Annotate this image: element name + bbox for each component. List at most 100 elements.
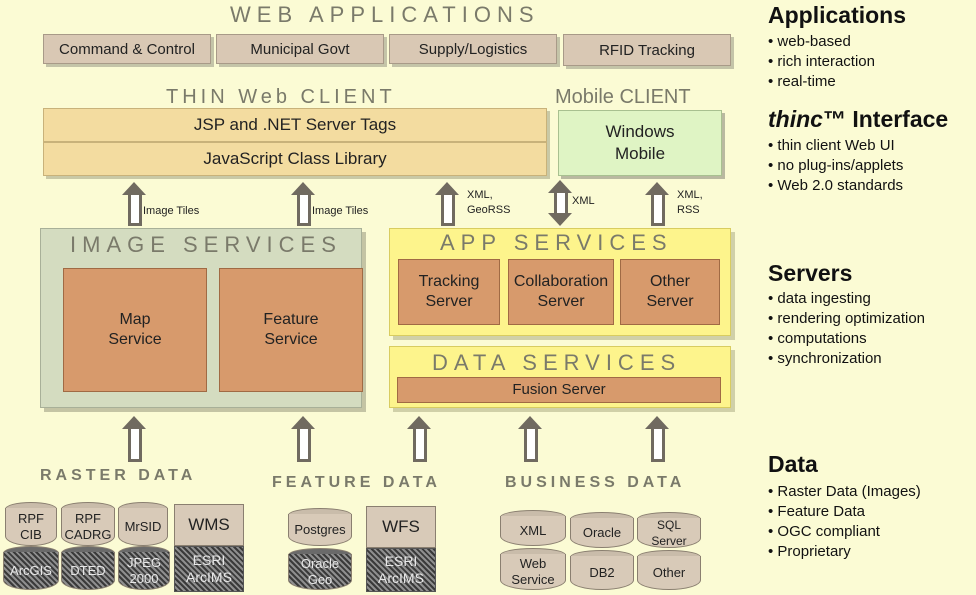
wms-box: WMS (174, 504, 244, 546)
business-data-title: BUSINESS DATA (505, 474, 686, 491)
image-services-title: IMAGE SERVICES (70, 232, 342, 257)
oracle-geo-line1: Oracle (300, 555, 340, 571)
servers-item: • computations (768, 330, 867, 347)
arcgis-label: ArcGIS (3, 552, 59, 590)
web-service-line2: Service (511, 571, 555, 587)
other-db-label: Other (637, 556, 701, 590)
arrow-xml-rss (645, 182, 669, 226)
feature-service-line2: Service (264, 331, 318, 348)
map-service-line1: Map (119, 311, 151, 328)
xml-georss-line1: XML, (467, 189, 493, 201)
sqlserver-db-label: SQL Server (637, 518, 701, 548)
wfs-box: WFS (366, 506, 436, 548)
rpf-cadrg-line1: RPF (74, 510, 101, 526)
dted-label: DTED (61, 552, 115, 590)
esri-feature-line1: ESRI (384, 553, 418, 569)
arrow-image-tiles-1 (122, 182, 146, 226)
servers-item: • data ingesting (768, 290, 871, 307)
arrow-xml-georss (435, 182, 459, 226)
oracle-db-label: Oracle (570, 518, 634, 548)
tab-municipal-govt[interactable]: Municipal Govt (216, 34, 384, 64)
rpf-cib-line1: RPF (18, 510, 44, 526)
windows-mobile-line2: Mobile (614, 144, 666, 163)
arrow-business-up-3 (645, 416, 669, 462)
thinc-item: • Web 2.0 standards (768, 177, 904, 194)
data-item: • Proprietary (768, 543, 851, 560)
rpf-cib-line2: CIB (20, 526, 42, 542)
arcgis-db: ArcGIS (3, 546, 59, 590)
arrow-image-tiles-2 (291, 182, 315, 226)
data-services-title: DATA SERVICES (432, 350, 682, 375)
jsp-net-server-tags: JSP and .NET Server Tags (43, 108, 547, 142)
esri-raster-line2: ArcIMS (186, 569, 232, 585)
windows-mobile-box: Windows Mobile (558, 110, 722, 176)
sqlserver-db: SQL Server (637, 512, 701, 548)
other-db: Other (637, 550, 701, 590)
javascript-class-library: JavaScript Class Library (43, 142, 547, 176)
collaboration-server-line2: Server (537, 293, 585, 310)
feature-service-line1: Feature (263, 311, 319, 328)
thin-client-title: THIN Web CLIENT (166, 86, 396, 108)
thinc-heading-italic: thinc (768, 106, 823, 132)
mrsid-db: MrSID (118, 502, 168, 546)
arrow-xml-bidirectional (548, 180, 572, 226)
xml-georss-line2: GeoRSS (467, 204, 511, 216)
map-service-line2: Service (108, 331, 162, 348)
arrow-feature-up (291, 416, 315, 462)
tracking-server-line1: Tracking (418, 273, 480, 290)
data-list: • Raster Data (Images) • Feature Data • … (768, 482, 921, 562)
servers-list: • data ingesting • rendering optimizatio… (768, 289, 925, 369)
other-server-line2: Server (646, 293, 694, 310)
jpeg2000-line2: 2000 (129, 570, 159, 586)
data-item: • OGC compliant (768, 523, 880, 540)
oracle-geo-line2: Geo (307, 571, 333, 587)
esri-raster-line1: ESRI (192, 552, 226, 568)
rpf-cadrg-line2: CADRG (64, 526, 112, 542)
applications-item: • real-time (768, 73, 836, 90)
oracle-db: Oracle (570, 512, 634, 548)
applications-heading: Applications (768, 2, 907, 28)
arrow-business-up-2 (518, 416, 542, 462)
tab-command-control[interactable]: Command & Control (43, 34, 211, 64)
applications-list: • web-based • rich interaction • real-ti… (768, 32, 875, 92)
thinc-list: • thin client Web UI • no plug-ins/apple… (768, 136, 903, 196)
web-applications-title: WEB APPLICATIONS (230, 2, 540, 27)
tab-rfid-tracking[interactable]: RFID Tracking (563, 34, 731, 66)
applications-item: • rich interaction (768, 53, 875, 70)
xml-georss-label: XML, GeoRSS (467, 188, 510, 218)
data-heading: Data (768, 451, 818, 477)
xml-db: XML (500, 510, 566, 546)
xml-label: XML (572, 195, 595, 207)
xml-rss-line2: RSS (677, 204, 700, 216)
esri-feature-line2: ArcIMS (378, 570, 424, 586)
servers-heading: Servers (768, 260, 853, 286)
mrsid-label: MrSID (118, 508, 168, 546)
windows-mobile-line1: Windows (605, 122, 675, 141)
mobile-client-title: Mobile CLIENT (555, 86, 691, 108)
dted-db: DTED (61, 546, 115, 590)
raster-data-title: RASTER DATA (40, 467, 197, 484)
jpeg2000-line1: JPEG (127, 554, 161, 570)
xml-db-label: XML (500, 516, 566, 546)
tab-supply-logistics[interactable]: Supply/Logistics (389, 34, 557, 64)
image-tiles-label-1: Image Tiles (143, 205, 200, 217)
collaboration-server-line1: Collaboration (513, 273, 609, 290)
arrow-business-up-1 (407, 416, 431, 462)
postgres-label: Postgres (288, 514, 352, 546)
thinc-item: • no plug-ins/applets (768, 157, 904, 174)
data-item: • Raster Data (Images) (768, 483, 921, 500)
db2-label: DB2 (570, 556, 634, 590)
app-services-title: APP SERVICES (440, 230, 673, 255)
